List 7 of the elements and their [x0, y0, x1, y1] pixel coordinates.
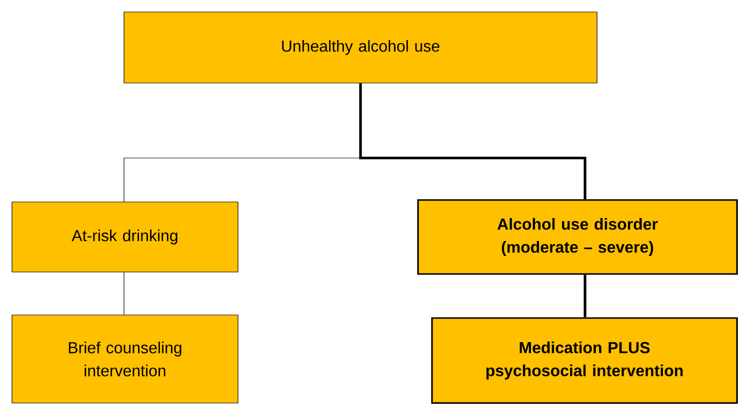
- connector-line: [359, 83, 586, 200]
- process-box: Brief counseling intervention: [12, 314, 238, 404]
- process-box: At-risk drinking: [12, 202, 238, 272]
- process-box: Alcohol use disorder (moderate – severe): [417, 199, 738, 275]
- connector-line: [584, 274, 586, 318]
- process-box: Medication PLUS psychosocial intervention: [431, 317, 738, 404]
- process-box: Unhealthy alcohol use: [124, 12, 598, 84]
